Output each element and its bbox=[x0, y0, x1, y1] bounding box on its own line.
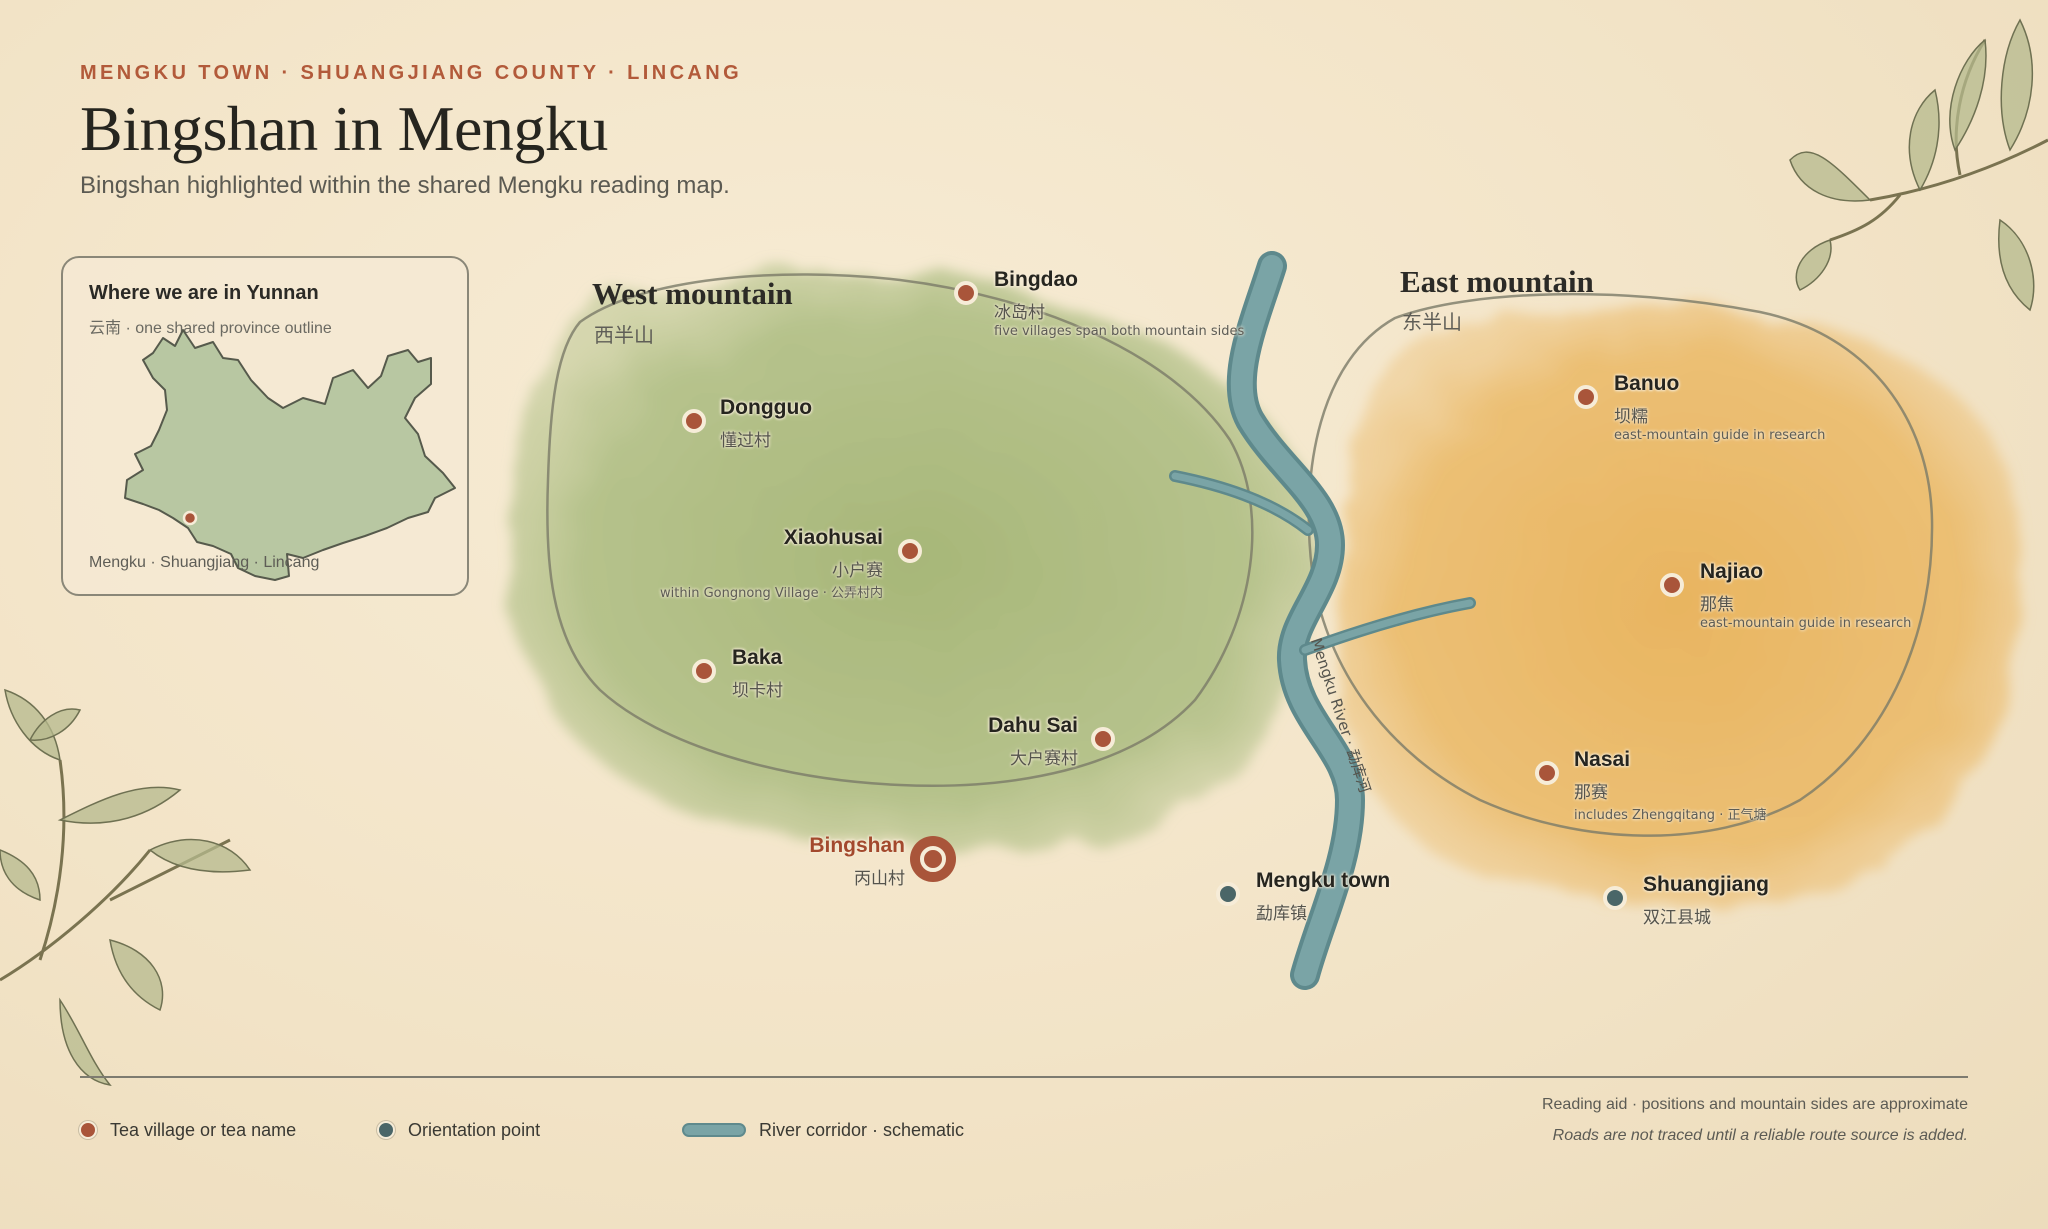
page-subtitle: Bingshan highlighted within the shared M… bbox=[80, 172, 730, 199]
reading-aid-note: Reading aid · positions and mountain sid… bbox=[1541, 1096, 1968, 1113]
village-cn-dahusai: 大户赛村 bbox=[1010, 749, 1078, 769]
village-label-baka: Baka bbox=[732, 646, 783, 669]
west-mountain-outline bbox=[546, 273, 1254, 787]
east-mountain-cn: 东半山 bbox=[1402, 310, 1462, 334]
yunnan-inset-card: Where we are in Yunnan 云南 · one shared p… bbox=[61, 256, 469, 596]
village-note-najiao: east-mountain guide in research bbox=[1700, 616, 1912, 631]
village-label-dahusai: Dahu Sai bbox=[988, 714, 1078, 737]
roads-note: Roads are not traced until a reliable ro… bbox=[1552, 1127, 1968, 1144]
east-mountain-title: East mountain bbox=[1400, 264, 1594, 299]
legend-village-dot bbox=[79, 1121, 97, 1139]
village-label-dongguo: Dongguo bbox=[720, 396, 813, 419]
village-label-najiao: Najiao bbox=[1700, 560, 1764, 583]
footer-divider bbox=[80, 1076, 1968, 1078]
tea-leaf-branch-top-right bbox=[1789, 18, 2048, 312]
village-cn-bingdao: 冰岛村 bbox=[994, 303, 1045, 323]
marker-mengku-town bbox=[1216, 882, 1240, 906]
orientation-label-shuangjiang: Shuangjiang bbox=[1643, 873, 1769, 896]
village-label-banuo: Banuo bbox=[1614, 372, 1680, 395]
west-mountain-title: West mountain bbox=[592, 276, 793, 311]
marker-xiaohusai bbox=[898, 539, 922, 563]
marker-baka bbox=[692, 659, 716, 683]
legend-orientation-label: Orientation point bbox=[408, 1120, 541, 1140]
legend-village-label: Tea village or tea name bbox=[110, 1120, 297, 1140]
orientation-markers bbox=[1216, 882, 1627, 910]
inset-location-marker bbox=[182, 510, 198, 526]
village-markers bbox=[682, 281, 1684, 882]
yunnan-province-shape bbox=[124, 329, 456, 581]
legend-river-swatch bbox=[682, 1123, 746, 1137]
page-title: Bingshan in Mengku bbox=[80, 93, 608, 164]
yunnan-outline-map bbox=[124, 329, 456, 581]
village-cn-banuo: 坝糯 bbox=[1614, 407, 1648, 427]
marker-bingdao bbox=[954, 281, 978, 305]
west-mountain-cn: 西半山 bbox=[594, 323, 654, 347]
marker-shuangjiang bbox=[1603, 886, 1627, 910]
inset-title: Where we are in Yunnan bbox=[89, 282, 319, 304]
marker-nasai bbox=[1535, 761, 1559, 785]
village-cn-bingshan: 丙山村 bbox=[854, 869, 905, 889]
village-cn-nasai: 那赛 bbox=[1574, 783, 1608, 803]
village-note-bingdao: five villages span both mountain sides bbox=[994, 324, 1245, 339]
village-cn-najiao: 那焦 bbox=[1700, 595, 1734, 615]
river-corridor bbox=[1169, 251, 1476, 990]
village-label-xiaohusai: Xiaohusai bbox=[783, 526, 883, 549]
village-label-bingdao: Bingdao bbox=[994, 268, 1078, 291]
orientation-cn-mengku-town: 勐库镇 bbox=[1256, 904, 1307, 924]
village-note-xiaohusai: within Gongnong Village · 公弄村内 bbox=[660, 586, 883, 601]
inset-subtitle: 云南 · one shared province outline bbox=[89, 320, 332, 337]
village-note-nasai: includes Zhengqitang · 正气塘 bbox=[1574, 808, 1767, 823]
village-cn-dongguo: 懂过村 bbox=[720, 431, 771, 451]
orientation-label-mengku-town: Mengku town bbox=[1256, 869, 1391, 892]
marker-banuo bbox=[1574, 385, 1598, 409]
orientation-cn-shuangjiang: 双江县城 bbox=[1643, 908, 1711, 928]
legend-orientation-dot bbox=[377, 1121, 395, 1139]
village-cn-baka: 坝卡村 bbox=[732, 681, 783, 701]
legend-river-label: River corridor · schematic bbox=[759, 1120, 965, 1140]
tea-leaf-branch-bottom-left bbox=[0, 688, 252, 1087]
location-kicker: MENGKU TOWN · SHUANGJIANG COUNTY · LINCA… bbox=[80, 62, 743, 84]
village-label-nasai: Nasai bbox=[1574, 748, 1631, 771]
marker-dahusai bbox=[1091, 727, 1115, 751]
inset-footer: Mengku · Shuangjiang · Lincang bbox=[89, 554, 320, 571]
village-label-bingshan: Bingshan bbox=[809, 834, 905, 857]
village-note-banuo: east-mountain guide in research bbox=[1614, 428, 1826, 443]
marker-najiao bbox=[1660, 573, 1684, 597]
village-cn-xiaohusai: 小户赛 bbox=[832, 561, 883, 581]
marker-dongguo bbox=[682, 409, 706, 433]
